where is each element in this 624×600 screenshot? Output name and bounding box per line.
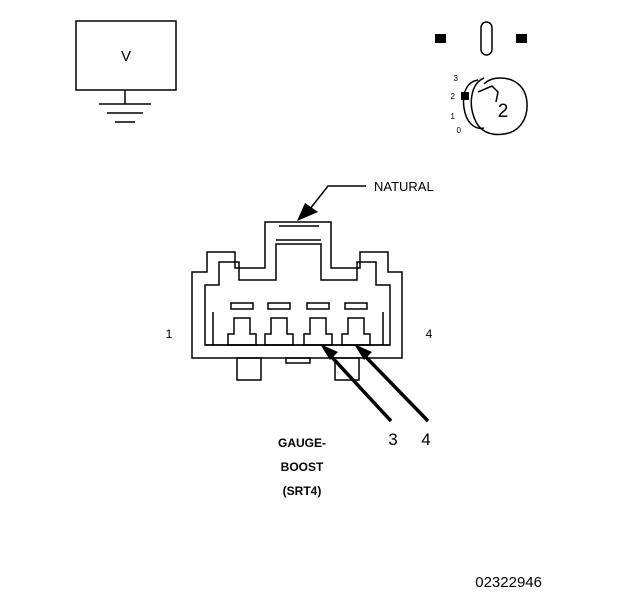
callout-leader xyxy=(297,185,366,221)
callout-arrow-icon xyxy=(297,203,318,221)
terminal-slot-3 xyxy=(306,302,330,310)
probe-label-4: 4 xyxy=(421,430,430,449)
probe-lead-b xyxy=(354,344,430,423)
probe-label-3: 3 xyxy=(388,430,397,449)
probe-arrow-icon xyxy=(320,344,338,360)
terminal-slot-1 xyxy=(230,302,254,310)
voltmeter-symbol: V xyxy=(121,48,131,65)
switch-position-2: 2 xyxy=(451,92,456,101)
component-name-line-2: BOOST xyxy=(281,460,324,474)
callout-label: NATURAL xyxy=(374,179,434,194)
connector-body xyxy=(191,221,403,381)
switch-position-1: 1 xyxy=(451,112,456,121)
pin-label-left: 1 xyxy=(166,327,173,341)
ignition-switch-icon xyxy=(461,77,528,136)
switch-position-3: 3 xyxy=(454,74,459,83)
pin-label-right: 4 xyxy=(426,327,433,341)
voltmeter-box xyxy=(75,20,177,91)
terminal-slots xyxy=(230,302,368,310)
component-name-line-1: GAUGE- xyxy=(278,436,326,450)
figure-id: 02322946 xyxy=(475,574,542,591)
terminal-slot-4 xyxy=(344,302,368,310)
terminal-2 xyxy=(264,317,294,346)
probe-lead-a xyxy=(320,344,393,423)
ignition-key-icon xyxy=(435,21,527,56)
component-name-line-3: (SRT4) xyxy=(283,484,322,498)
terminal-4 xyxy=(341,317,371,346)
voltmeter xyxy=(75,20,177,123)
switch-position-0: 0 xyxy=(457,126,462,135)
terminal-slot-2 xyxy=(267,302,291,310)
probe-arrow-icon xyxy=(354,344,372,360)
terminals xyxy=(227,317,371,346)
switch-selected-position: 2 xyxy=(498,101,509,122)
terminal-1 xyxy=(227,317,257,346)
terminal-3 xyxy=(303,317,333,346)
